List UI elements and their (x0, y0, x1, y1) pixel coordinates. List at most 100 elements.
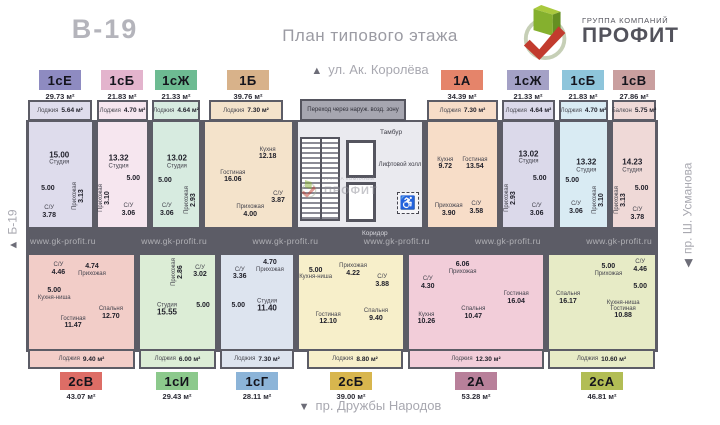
street-label-bottom: ▼ пр. Дружбы Народов (240, 398, 500, 413)
logo-group-line: ГРУППА КОМПАНИЙ (582, 16, 669, 26)
badge-2sa[interactable]: 2сА (581, 372, 623, 390)
apartment-type: 2А (467, 373, 485, 389)
watermark-url: www.gk-profit.ru (30, 236, 96, 246)
room-label: 5.00 (126, 174, 141, 182)
page-title: План типового этажа (282, 26, 458, 45)
arrow-down-icon: ▼ (298, 401, 310, 413)
total-area-1se: 29.73 м² (45, 92, 75, 101)
street-name-right: пр. Ш. Усманова (680, 162, 694, 254)
total-area-1sb-l: 21.83 м² (107, 92, 137, 101)
total-area-1sv: 27.86 м² (619, 92, 649, 101)
wheelchair-icon: ♿ (397, 192, 419, 214)
total-area-2a: 53.28 м² (461, 392, 491, 401)
badge-1szh-r[interactable]: 1сЖ (507, 70, 549, 90)
room-label: 5.00 (196, 301, 210, 309)
stairwell (300, 137, 340, 221)
street-name-bottom: пр. Дружбы Народов (315, 398, 442, 413)
street-label-left: ▲Б-19 (0, 170, 26, 290)
badge-1b[interactable]: 1Б (227, 70, 269, 90)
watermark-url: www.gk-profit.ru (141, 236, 207, 246)
badge-1sg[interactable]: 1сГ (236, 372, 278, 390)
room-label: 5.00 (158, 177, 172, 185)
total-area-1szh-r: 21.33 м² (513, 92, 543, 101)
badge-2sb[interactable]: 2сБ (330, 372, 372, 390)
total-area-2sa: 46.81 м² (587, 392, 617, 401)
room-label: 5.00 (633, 283, 647, 291)
badge-2a[interactable]: 2А (455, 372, 497, 390)
apartment-type: 1сГ (245, 373, 269, 389)
street-name-top: ул. Ак. Королёва (328, 62, 429, 77)
apartment-type: 2сВ (68, 373, 94, 389)
apartment-type: 1сБ (109, 72, 135, 88)
arrow-left-icon: ▲ (8, 239, 21, 251)
apartment-type: 1сБ (570, 72, 596, 88)
badge-1si[interactable]: 1сИ (156, 372, 198, 390)
badge-1a[interactable]: 1А (441, 70, 483, 90)
apartment-type: 1сВ (621, 72, 647, 88)
tambour-label: Тамбур (380, 129, 403, 136)
watermark-brand: ПРОФИТ (324, 185, 378, 197)
badge-1sb-r[interactable]: 1сБ (562, 70, 604, 90)
badge-1sv[interactable]: 1сВ (613, 70, 655, 90)
badge-1se[interactable]: 1сЕ (39, 70, 81, 90)
badge-1sb-l[interactable]: 1сБ (101, 70, 143, 90)
watermark-url: www.gk-profit.ru (586, 236, 652, 246)
passage-box: Переход через наруж. возд. зону (300, 99, 406, 121)
room-label: 5.00 (41, 185, 55, 193)
badge-2sv[interactable]: 2сВ (60, 372, 102, 390)
badge-1szh-l[interactable]: 1сЖ (155, 70, 197, 90)
room-label: 5.00 (231, 301, 246, 309)
